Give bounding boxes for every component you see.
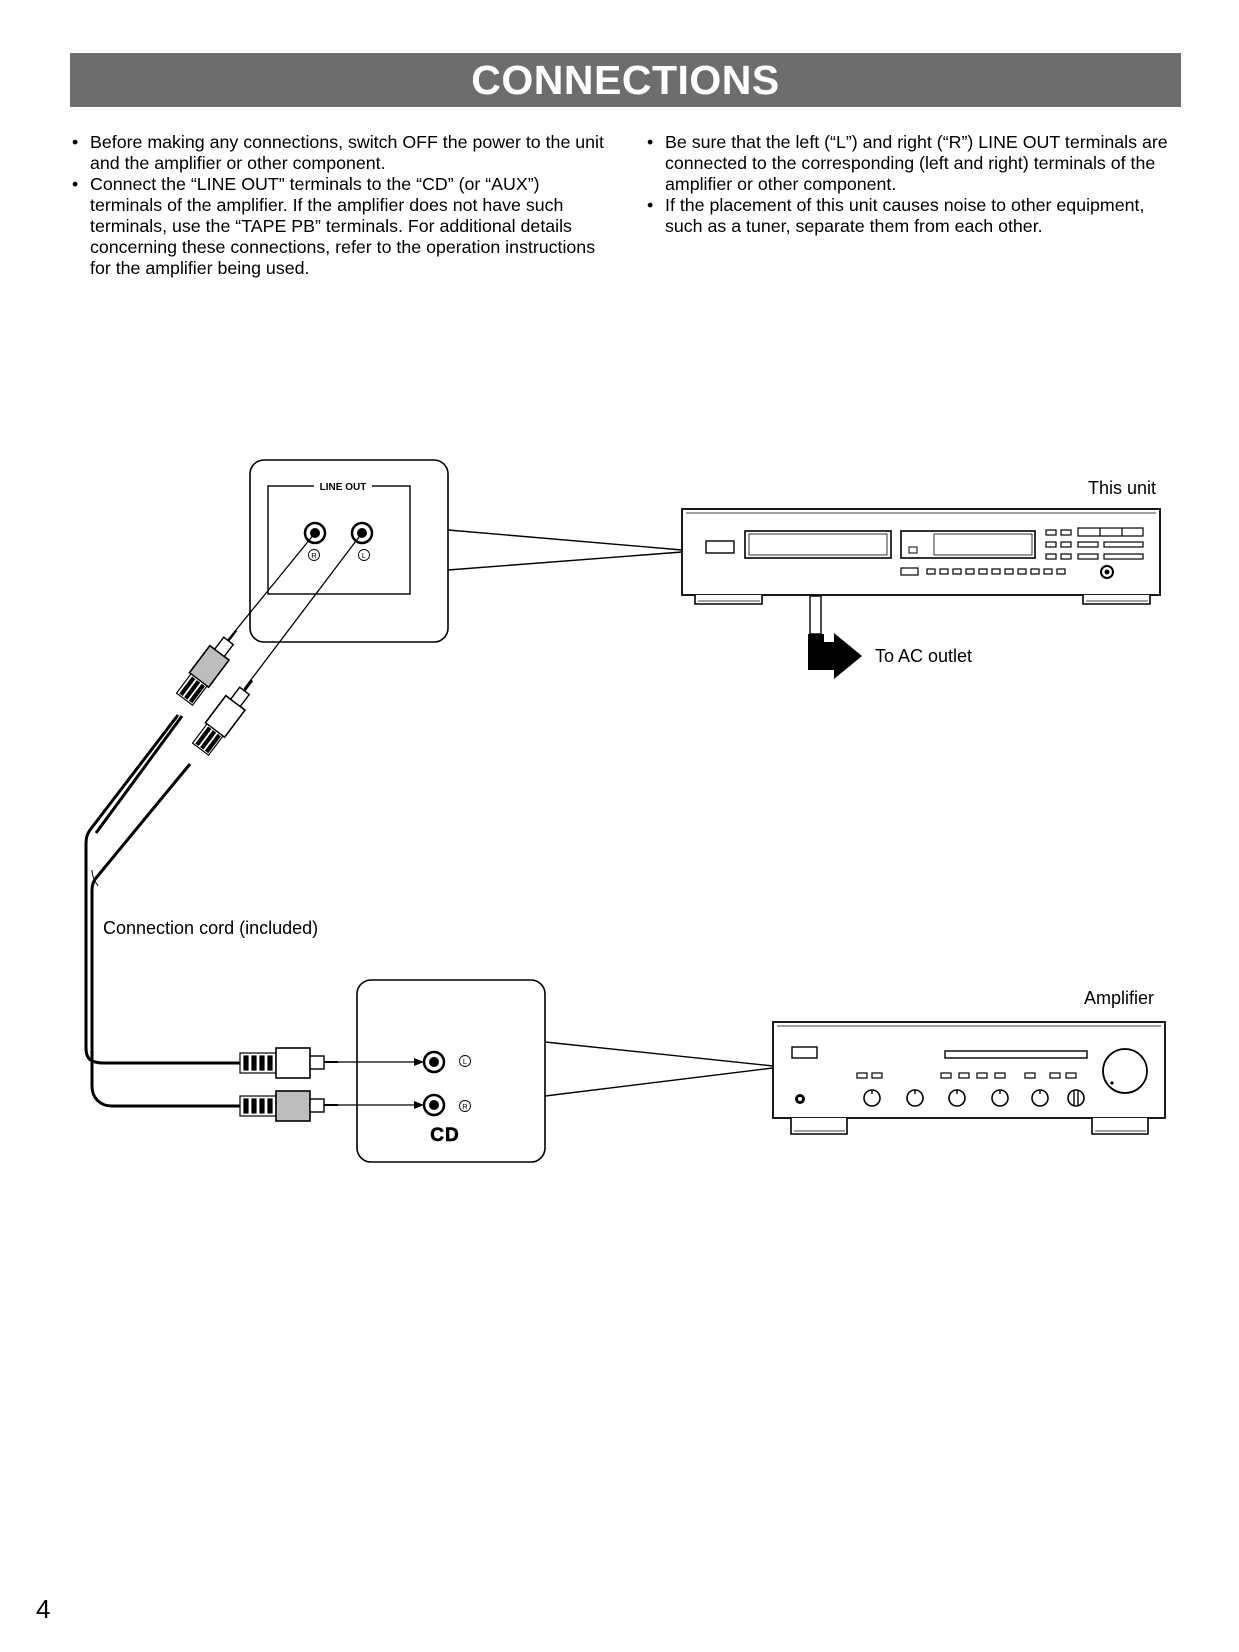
amplifier-unit (772, 1021, 1166, 1135)
jack-r-label: R (311, 551, 317, 560)
jack-right-icon: R (422, 1093, 471, 1117)
arrow-right-icon (808, 633, 862, 679)
cd-jack-l-label: L (463, 1057, 467, 1066)
amplifier-label: Amplifier (1084, 988, 1154, 1008)
rca-plug-white-icon (239, 1047, 338, 1079)
cord-label: Connection cord (included) (103, 918, 318, 938)
cd-jack-r-label: R (462, 1102, 468, 1111)
title-bar: CONNECTIONS (70, 53, 1181, 107)
bullet-item: Be sure that the left (“L”) and right (“… (645, 132, 1185, 195)
bullet-item: Before making any connections, switch OF… (70, 132, 610, 174)
bullet-list-right: Be sure that the left (“L”) and right (“… (645, 132, 1185, 237)
line-out-label: LINE OUT (320, 482, 367, 493)
ac-outlet-label: To AC outlet (875, 646, 972, 666)
jack-l-label: L (362, 551, 366, 560)
this-unit-label: This unit (1088, 478, 1156, 498)
bullet-item: If the placement of this unit causes noi… (645, 195, 1185, 237)
rca-plug-red-icon (175, 629, 238, 707)
rca-plug-red-icon (239, 1090, 338, 1122)
page-title: CONNECTIONS (471, 57, 780, 103)
cd-label: CD (430, 1125, 459, 1146)
bullet-item: Connect the “LINE OUT” terminals to the … (70, 174, 610, 279)
page-number: 4 (36, 1594, 51, 1624)
cd-input-callout: L R CD (338, 979, 546, 1163)
rca-plug-white-icon (191, 679, 254, 757)
connection-cord (84, 532, 363, 1108)
jack-left-icon: L (422, 1050, 471, 1074)
cd-player-unit (681, 508, 1161, 605)
bullet-list-left: Before making any connections, switch OF… (70, 132, 610, 279)
